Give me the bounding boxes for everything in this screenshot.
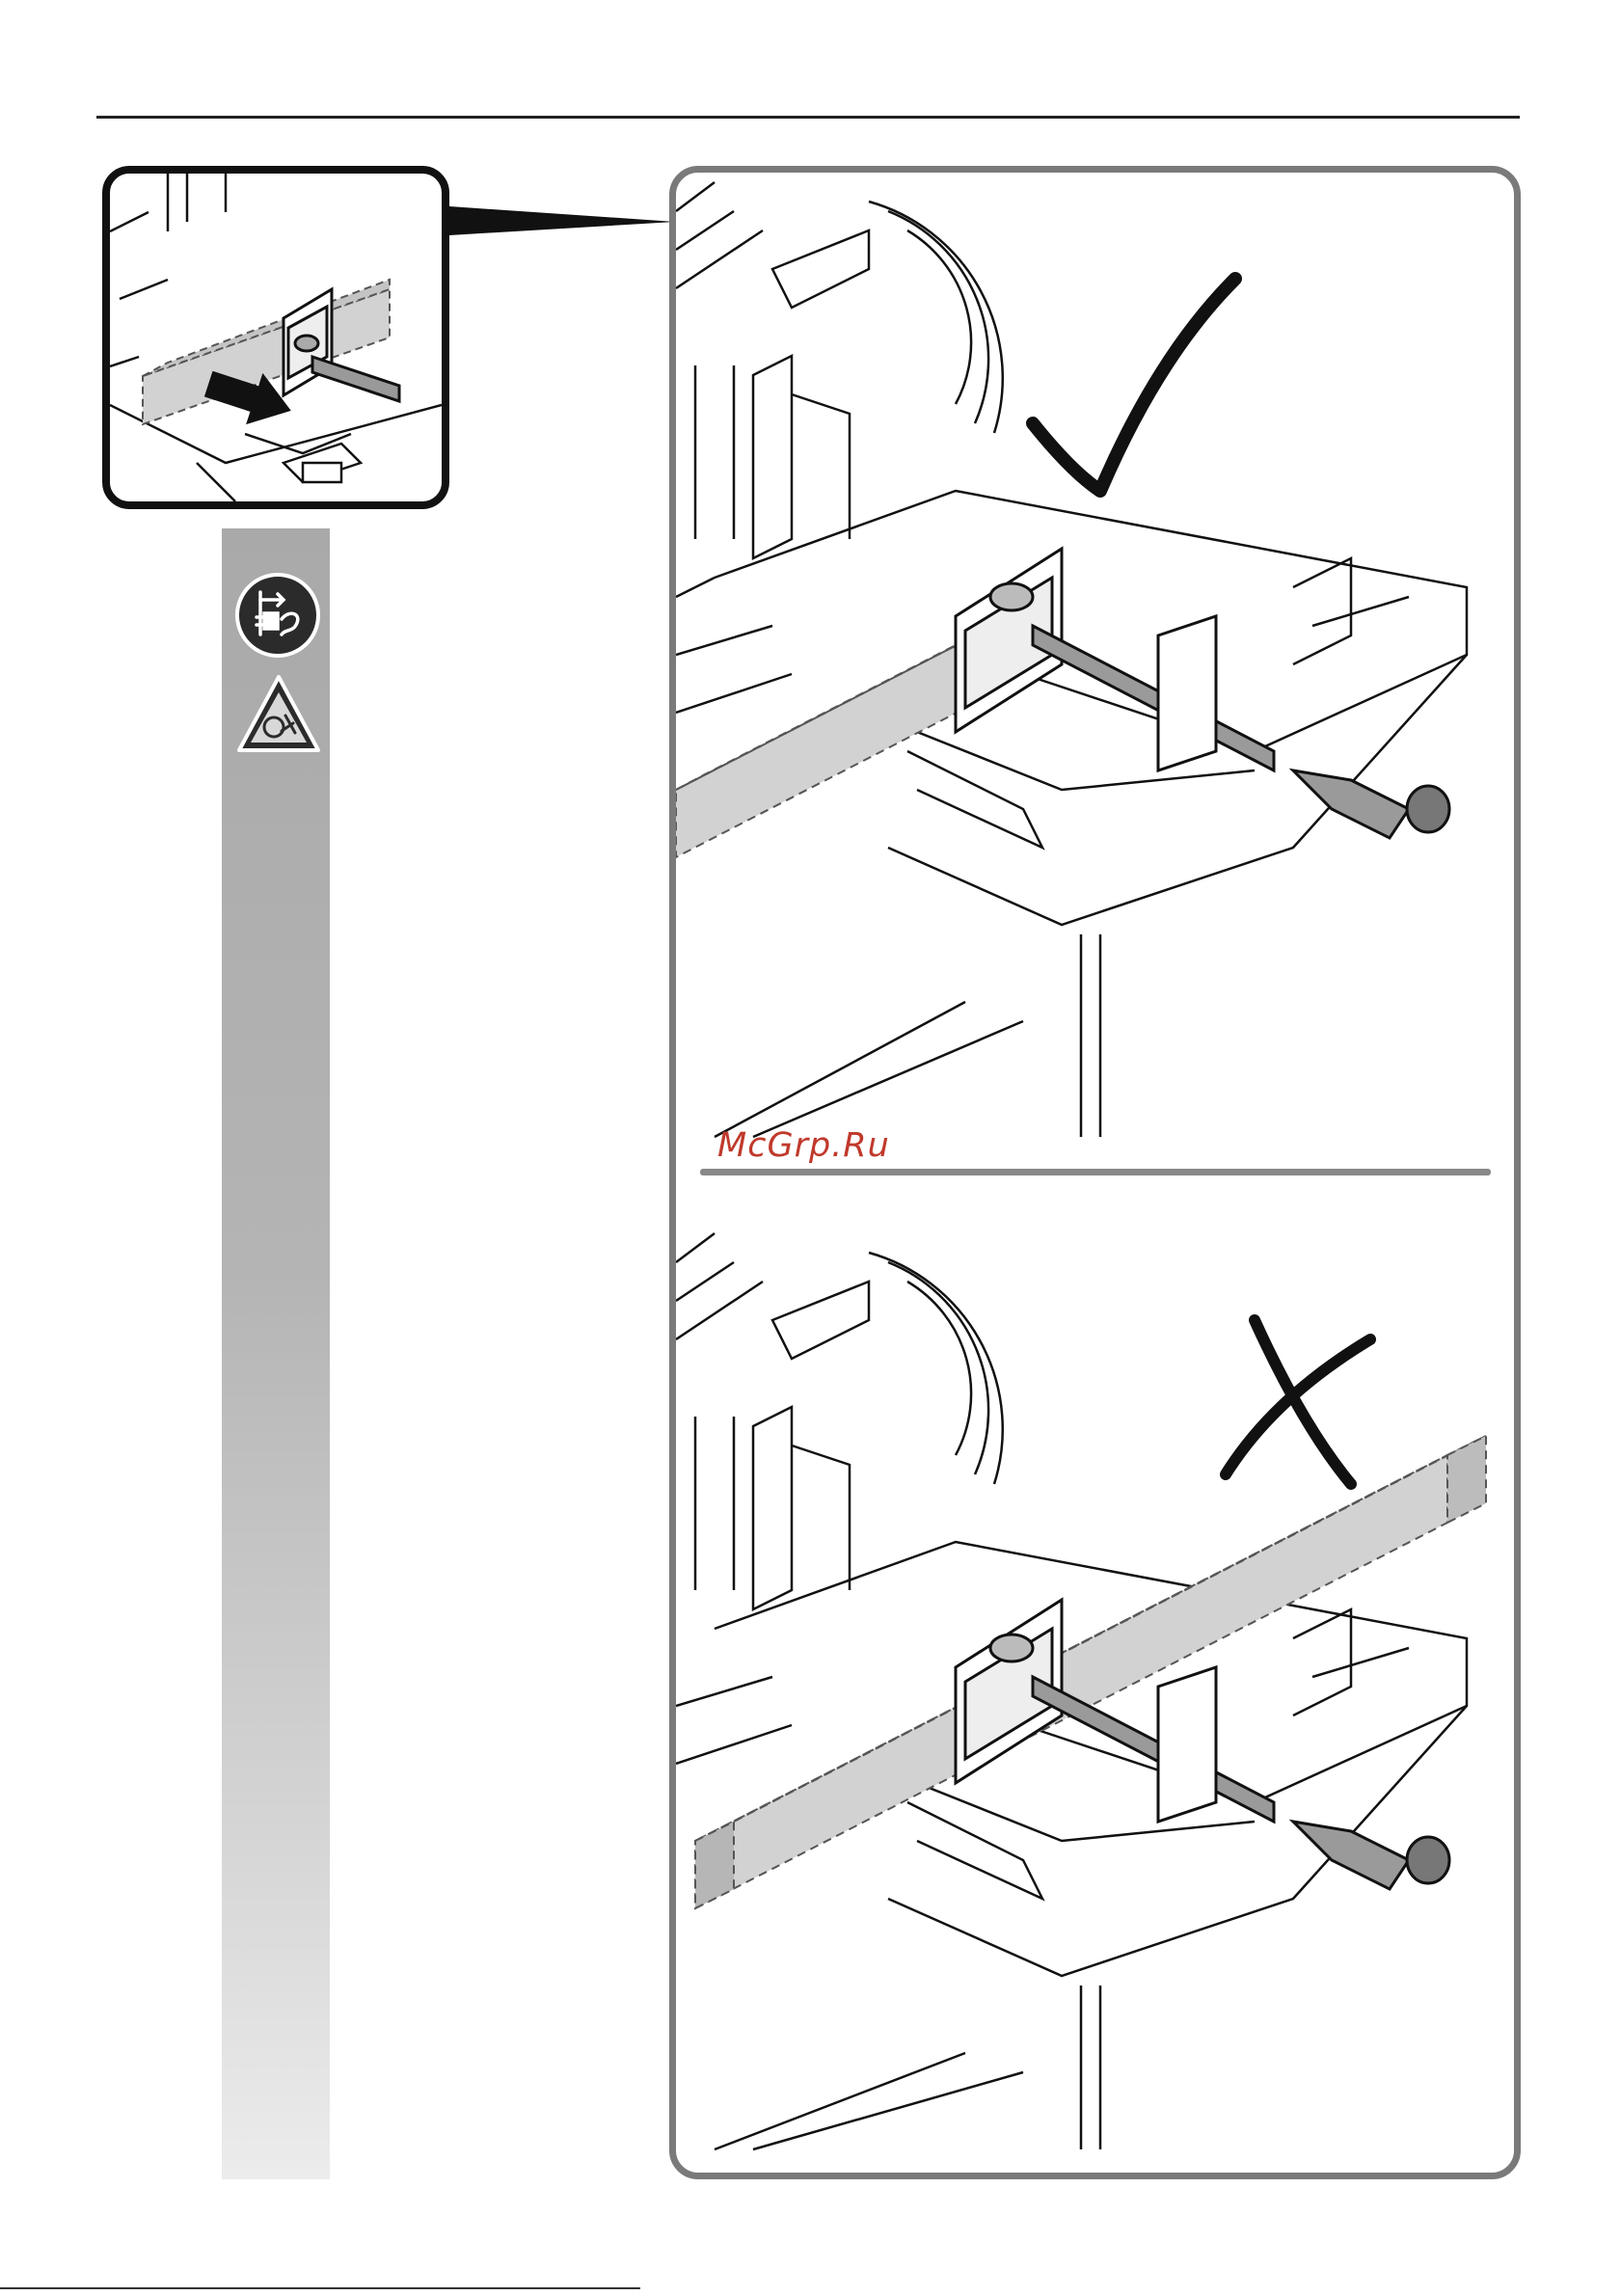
instruction-side-strip [222, 528, 330, 2179]
hand-cut-hazard-icon [235, 673, 322, 754]
checkmark-icon [1033, 279, 1235, 491]
cross-icon [1226, 1320, 1370, 1484]
detail-illustration [110, 174, 442, 501]
bottom-rule [0, 2287, 640, 2289]
detail-inset [102, 166, 449, 509]
panel-divider [700, 1169, 1491, 1175]
unplug-icon [233, 571, 322, 660]
watermark-text: McGrp.Ru [717, 1126, 890, 1165]
